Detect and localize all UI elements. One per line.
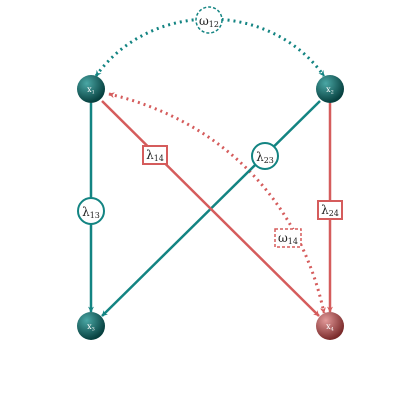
label-lambda13: λ13 xyxy=(77,197,105,225)
node-x4-sub: 4 xyxy=(331,327,334,333)
label-lambda13-base: λ xyxy=(82,205,90,219)
label-omega14-sub: 14 xyxy=(288,237,298,246)
label-omega12-base: ω xyxy=(199,14,209,28)
svg-text:λ14: λ14 xyxy=(146,148,164,163)
label-lambda23-base: λ xyxy=(256,150,264,164)
label-lambda14-base: λ xyxy=(146,148,154,162)
svg-text:x4: x4 xyxy=(326,322,334,333)
node-x3: x3 xyxy=(77,312,105,340)
node-x3-base: x xyxy=(87,322,92,331)
label-lambda14: λ14 xyxy=(142,145,168,165)
node-x2-sub: 2 xyxy=(331,90,334,96)
label-lambda23: λ23 xyxy=(251,142,279,170)
svg-text:λ23: λ23 xyxy=(256,150,274,165)
node-x1: x1 xyxy=(77,75,105,103)
node-x2-base: x xyxy=(326,85,331,94)
label-omega14: ω14 xyxy=(274,228,302,248)
node-x1-base: x xyxy=(87,85,92,94)
svg-text:x1: x1 xyxy=(87,85,95,96)
label-lambda23-sub: 23 xyxy=(264,156,274,165)
label-lambda24: λ24 xyxy=(317,200,343,220)
node-x3-sub: 3 xyxy=(92,327,95,333)
node-x1-sub: 1 xyxy=(92,90,95,96)
label-omega12: ω12 xyxy=(195,6,223,34)
label-omega12-sub: 12 xyxy=(209,20,219,29)
label-lambda24-base: λ xyxy=(321,203,329,217)
node-x4-base: x xyxy=(326,322,331,331)
edge-lambda14-line xyxy=(101,100,320,317)
svg-text:x3: x3 xyxy=(87,322,95,333)
label-omega14-base: ω xyxy=(278,231,288,245)
svg-text:ω12: ω12 xyxy=(199,14,219,29)
svg-text:x2: x2 xyxy=(326,85,334,96)
node-x4: x4 xyxy=(316,312,344,340)
svg-text:λ24: λ24 xyxy=(321,203,339,218)
node-x2: x2 xyxy=(316,75,344,103)
label-lambda24-sub: 24 xyxy=(329,209,339,218)
svg-text:λ13: λ13 xyxy=(82,205,100,220)
label-lambda14-sub: 14 xyxy=(154,154,164,163)
label-lambda13-sub: 13 xyxy=(90,211,100,220)
svg-text:ω14: ω14 xyxy=(278,231,298,246)
